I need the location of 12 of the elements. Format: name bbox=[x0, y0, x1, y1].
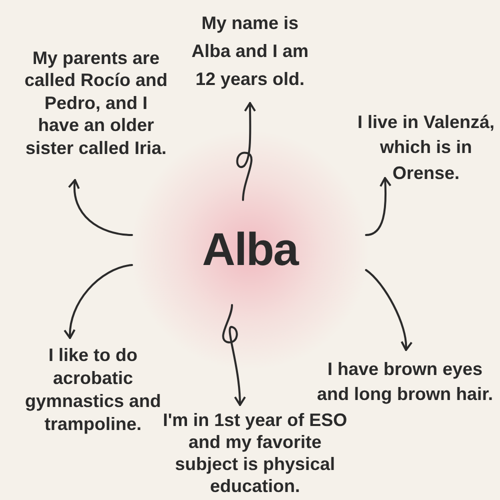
fact-text: My parents are called Rocío and Pedro, and I have an older sister called Iria. bbox=[24, 46, 168, 160]
fact-text: I have brown eyes and long brown hair. bbox=[316, 358, 494, 406]
curly-arrow bbox=[222, 304, 246, 406]
curly-arrow bbox=[236, 102, 256, 201]
curly-arrow bbox=[365, 177, 392, 236]
curly-arrow bbox=[68, 179, 133, 236]
curly-arrow bbox=[64, 264, 133, 339]
fact-text: I live in Valenzá, which is in Orense. bbox=[356, 111, 496, 185]
fact-text: My name is Alba and I am 12 years old. bbox=[190, 12, 310, 91]
center-title: Alba bbox=[202, 222, 298, 278]
curly-arrow bbox=[365, 269, 412, 351]
fact-text: I'm in 1st year of ESO and my favorite subject is physical education. bbox=[162, 410, 348, 498]
